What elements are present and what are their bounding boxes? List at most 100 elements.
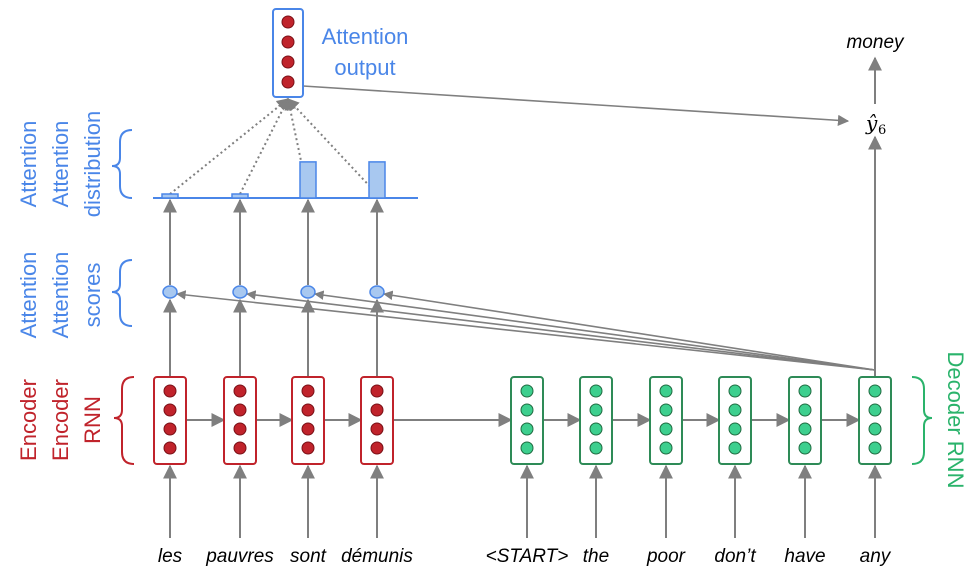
attention-distribution-bar-2 [231,193,249,199]
attention-score-node-3 [300,285,316,299]
attention-score-node-1 [162,285,178,299]
attention-output-vector [272,8,304,98]
source-word-1: les [158,546,183,567]
encoder-cell-3 [291,376,325,465]
encoder-cell-1 [153,376,187,465]
attention-output-neuron [281,35,295,49]
decoder-brace [911,376,933,465]
weighted-sum-dotted-arrow [169,98,289,195]
neuron [868,422,882,436]
neuron [520,441,534,455]
neuron [301,403,315,417]
neuron [659,441,673,455]
attention-distribution-bars [161,161,386,199]
neuron [728,403,742,417]
neuron [659,384,673,398]
neuron [868,441,882,455]
neuron [163,403,177,417]
neuron [659,403,673,417]
target-word-5: have [784,546,825,567]
neuron [233,441,247,455]
neuron [301,422,315,436]
neuron [728,422,742,436]
neuron [301,441,315,455]
neuron [728,441,742,455]
attention-output-to-yhat-arrow [302,85,850,126]
weighted-sum-dotted-arrow [287,98,378,195]
decoder-cell-1 [510,376,544,465]
decoder-cell-4-box [718,376,752,465]
output-word: money [846,32,905,53]
neuron [520,384,534,398]
rnn-cells-layer [153,376,892,465]
neuron [520,422,534,436]
neuron [798,422,812,436]
decoder-cell-1-box [510,376,544,465]
attention-score-node-2 [232,285,248,299]
attention-distribution-bar-1 [161,193,179,199]
encoder-cell-4-box [360,376,394,465]
attention-scores-label-3: scores [80,263,105,328]
neuron [798,384,812,398]
attention-output-label-2: output [334,55,395,80]
attention-distribution-label-2: Attention [48,121,73,208]
target-word-6: any [860,546,892,567]
decoder-cell-3-box [649,376,683,465]
neuron [370,403,384,417]
neuron [233,384,247,398]
decoder-cell-6 [858,376,892,465]
neuron [370,441,384,455]
encoder-cell-2 [223,376,257,465]
query-to-score-arrow [314,290,876,371]
encoder-label-2: Encoder [48,379,73,461]
attention-output-neuron [281,55,295,69]
neuron [868,403,882,417]
encoder-cell-2-box [223,376,257,465]
attention-distribution-brace [111,129,133,199]
neuron [163,441,177,455]
neuron [370,422,384,436]
target-word-1: <START> [486,546,569,567]
encoder-cell-4 [360,376,394,465]
attention-distribution-label-1: Attention [16,121,41,208]
attention-score-node-4 [369,285,385,299]
encoder-label-1: Encoder [16,379,41,461]
neuron [370,384,384,398]
target-word-3: poor [646,546,686,567]
neuron [233,403,247,417]
attention-scores-brace [111,259,133,327]
attention-scores-label-1: Attention [16,252,41,339]
arrows-layer [163,56,882,538]
neuron [868,384,882,398]
neuron [589,403,603,417]
neuron [301,384,315,398]
y-hat-subscript: 6 [878,123,886,138]
neuron [798,441,812,455]
neuron [659,422,673,436]
attention-output-label-1: Attention [322,24,409,49]
source-word-3: sont [290,546,327,567]
attention-output-neuron [281,15,295,29]
attention-output-box [272,8,304,98]
neuron [798,403,812,417]
attention-output-neuron [281,75,295,89]
decoder-cell-5-box [788,376,822,465]
attention-score-nodes [162,285,385,299]
attention-distribution-label-3: distribution [80,111,105,217]
encoder-cell-3-box [291,376,325,465]
neuron [163,422,177,436]
decoder-label: Decoder RNN [943,352,968,489]
decoder-cell-5 [788,376,822,465]
source-word-4: démunis [341,546,413,567]
neuron [589,441,603,455]
decoder-cell-2-box [579,376,613,465]
weighted-sum-dotted-arrow [239,97,289,195]
neuron [728,384,742,398]
neuron [163,384,177,398]
decoder-cell-2 [579,376,613,465]
source-word-2: pauvres [205,546,274,567]
query-to-score-arrow [176,290,876,371]
attention-distribution-bar-4 [368,161,386,199]
attention-scores-label-2: Attention [48,252,73,339]
